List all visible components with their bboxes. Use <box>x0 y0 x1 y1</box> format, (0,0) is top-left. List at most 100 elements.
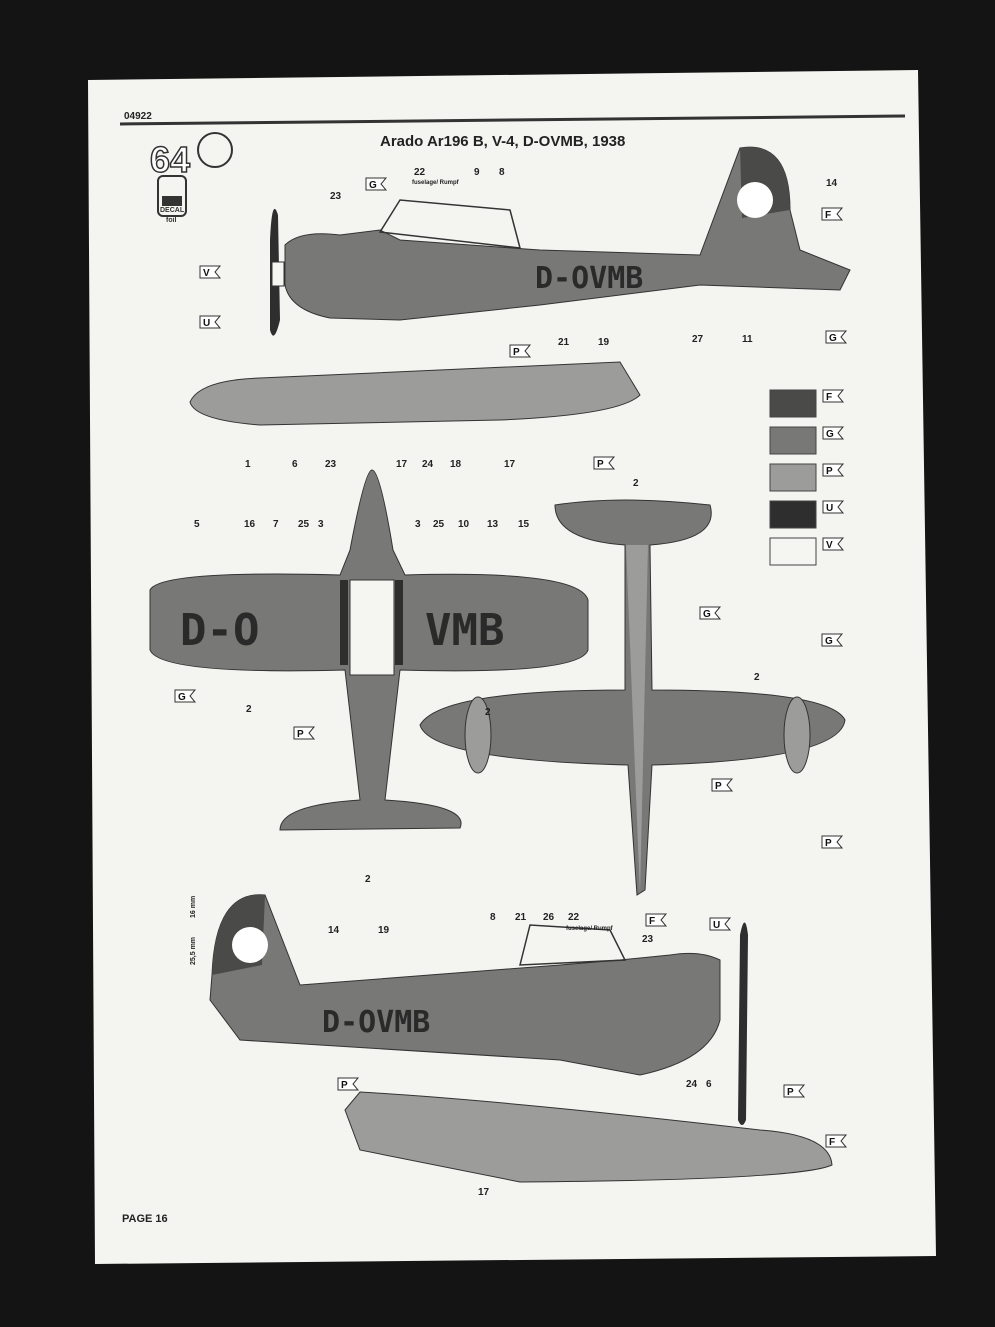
color-flag: U <box>199 315 222 329</box>
flag-code: F <box>649 916 655 927</box>
flag-code: P <box>825 838 832 849</box>
underside-fuselage <box>626 545 648 895</box>
callout-number: 17 <box>478 1187 490 1198</box>
flag-code: F <box>825 210 831 221</box>
callout-number: 2 <box>246 704 252 715</box>
color-flag: P <box>293 726 316 740</box>
flag-P: P <box>822 463 845 477</box>
dimension-label: 25,5 mm <box>190 937 197 965</box>
canopy-right <box>519 924 627 966</box>
fuselage-registration-right: D-OVMB <box>322 1005 430 1040</box>
flag-code: G <box>825 636 833 647</box>
flag-G: G <box>822 426 845 440</box>
flag-code: G <box>178 692 186 703</box>
flag-code: G <box>829 333 837 344</box>
callout-number: 14 <box>826 178 838 189</box>
callout-number: 24 <box>686 1079 698 1090</box>
flag-code: U <box>713 920 720 931</box>
color-flag: P <box>711 778 734 792</box>
float <box>189 361 641 426</box>
flag-code: G <box>369 180 377 191</box>
callout-number: 26 <box>543 912 555 923</box>
callout-number: 14 <box>328 925 340 936</box>
tail-disc-right <box>232 927 268 963</box>
underside-view <box>419 499 846 896</box>
color-flag: P <box>593 456 616 470</box>
callout-number: 22 <box>568 912 580 923</box>
callout-note: fuselage/ Rumpf <box>566 926 614 932</box>
color-flag: U <box>709 917 732 931</box>
callout-number: 18 <box>450 459 462 470</box>
fuselage-registration: D-OVMB <box>535 261 643 296</box>
callout-number: 2 <box>365 874 371 885</box>
callout-number: 6 <box>292 459 298 470</box>
color-flag: P <box>337 1077 360 1091</box>
callout-number: 23 <box>330 191 342 202</box>
color-flag: F <box>645 913 668 927</box>
callout-number: 7 <box>273 519 279 530</box>
callout-number: 10 <box>458 519 470 530</box>
color-flag: G <box>825 330 848 344</box>
callout-number: 27 <box>692 334 704 345</box>
flag-code: P <box>297 729 304 740</box>
dimension-label: 16 mm <box>190 896 197 918</box>
legend-swatch-V <box>769 537 817 566</box>
float-right <box>783 696 811 774</box>
wing-stripe-right <box>395 580 403 665</box>
callout-number: 6 <box>706 1079 712 1090</box>
float-left <box>464 696 492 774</box>
callout-number: 24 <box>422 459 434 470</box>
callout-number: 2 <box>754 672 760 683</box>
canopy <box>378 199 522 249</box>
decal-bottle-icon: DECAL foil <box>157 175 187 224</box>
wing-registration-left: D-O <box>180 605 259 656</box>
flag-code: P <box>787 1087 794 1098</box>
callout-number: 9 <box>474 167 480 178</box>
callout-number: 19 <box>598 337 610 348</box>
callout-number: 2 <box>485 707 491 718</box>
float-right-side <box>344 1091 833 1183</box>
decal-label: DECAL <box>160 207 185 214</box>
callout-number: 25 <box>433 519 445 530</box>
callout-number: 3 <box>415 519 421 530</box>
legend-code: G <box>826 429 834 440</box>
callout-number: 11 <box>742 334 753 345</box>
color-flag: P <box>783 1084 806 1098</box>
legend-swatch-P <box>769 463 817 492</box>
legend-swatch-G <box>769 426 817 455</box>
callout-number: 23 <box>325 459 337 470</box>
page-title: Arado Ar196 B, V-4, D-OVMB, 1938 <box>380 133 625 150</box>
color-flags: G F V U G P P G P G G P P F U P P F <box>174 177 848 1148</box>
legend-code: F <box>826 392 832 403</box>
flag-code: U <box>203 318 210 329</box>
flag-code: F <box>829 1137 835 1148</box>
step-number: 64 <box>150 139 190 180</box>
page-number: PAGE 16 <box>122 1213 168 1225</box>
callout-number: 5 <box>194 519 200 530</box>
callout-number: 3 <box>318 519 324 530</box>
flag-code: V <box>203 268 210 279</box>
header-rule <box>119 114 906 126</box>
wing-stripe-left <box>340 580 348 665</box>
callout-number: 13 <box>487 519 499 530</box>
decal-sub-label: foil <box>166 217 177 224</box>
flag-code: P <box>597 459 604 470</box>
flag-code: G <box>703 609 711 620</box>
callout-note: fuselage/ Rumpf <box>412 180 460 186</box>
flag-F: F <box>822 389 845 403</box>
callout-number: 25 <box>298 519 310 530</box>
legend-code: U <box>826 503 833 514</box>
color-flag: G <box>821 633 844 647</box>
color-flag: G <box>365 177 388 191</box>
top-view: D-O VMB <box>149 469 589 831</box>
legend-code: V <box>826 540 833 551</box>
callout-number: 16 <box>244 519 256 530</box>
color-flag: F <box>825 1134 848 1148</box>
propeller-right <box>738 922 748 1125</box>
callout-number: 22 <box>414 167 426 178</box>
flag-code: P <box>513 347 520 358</box>
tail-disc <box>737 182 773 218</box>
color-flag: F <box>821 207 844 221</box>
spinner <box>271 261 285 287</box>
flag-U: U <box>822 500 845 514</box>
